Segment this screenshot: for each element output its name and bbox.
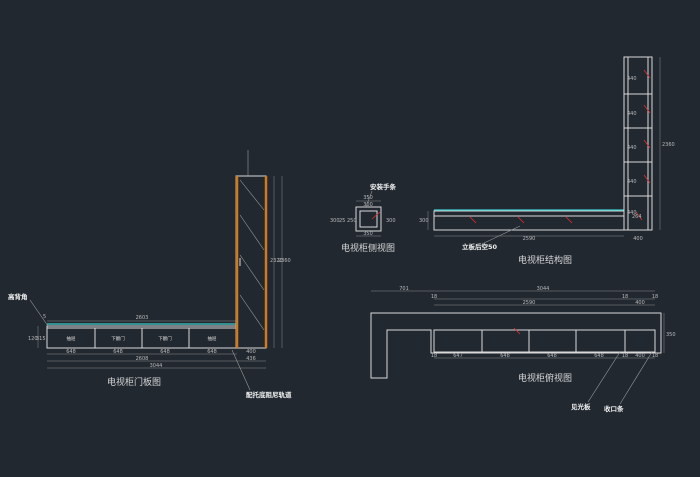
dim-436: 436 (246, 356, 256, 362)
structure-shelf-dim-4: 440 (627, 179, 637, 185)
dim-2608: 2608 (136, 356, 149, 362)
note-corner-trim: 高背角 (8, 292, 28, 301)
door-view-drawing: 抽屉 下翻门 下翻门 抽屉 2603 648 648 648 648 400 2… (8, 150, 292, 399)
glass-hatch-3 (239, 254, 265, 291)
dim-2320: 2320 (270, 258, 283, 264)
leader-edge-strip (619, 351, 653, 405)
side-dim-h-small: 25 (339, 218, 345, 224)
top-view-tall (624, 329, 656, 353)
structure-red-4 (643, 69, 651, 79)
dim-120: 120 (28, 336, 38, 342)
glass-hatch-4 (239, 294, 265, 331)
drawer-label-2: 下翻门 (111, 335, 125, 342)
top-bottom-right-b: 400 (635, 353, 645, 359)
structure-tall-width: 400 (633, 236, 643, 242)
dim-tall-inner: 400 (246, 349, 256, 355)
leader-corner-trim (29, 299, 49, 327)
dim-3044: 3044 (150, 363, 163, 369)
dim-2603: 2603 (136, 315, 149, 321)
top-depth: 350 (666, 332, 676, 338)
structure-red-7 (643, 174, 651, 184)
note-handle-strip: 安装手条 (370, 182, 397, 191)
dim-seg-3: 648 (160, 349, 170, 355)
dim-2360: 2360 (278, 258, 291, 264)
leader-visible-panel (587, 351, 621, 403)
note-gap50: 立板后空50 (462, 242, 498, 251)
top-view-drawing: 3044 701 18 18 18 2590 400 18 647 648 64… (370, 286, 676, 413)
side-dim-h-right: 300 (386, 218, 396, 224)
dim-315: 315 (36, 336, 46, 342)
top-left-offset: 701 (399, 286, 409, 292)
structure-shelf-dim-3: 440 (627, 145, 637, 151)
dim-seg-2: 648 (113, 349, 123, 355)
structure-red-8 (635, 211, 643, 221)
title-structure-view: 电视柜结构图 (518, 254, 572, 266)
title-door-view: 电视柜门板图 (107, 376, 161, 388)
top-view-outline (370, 312, 662, 379)
side-dim-top: 350 (363, 195, 373, 201)
side-dim-mid: 300 (363, 202, 373, 208)
top-bottom-right-c: 18 (652, 353, 658, 359)
structure-shelf-dim-5: 440 (627, 210, 637, 216)
structure-red-1 (469, 216, 477, 224)
note-visible-panel: 见光板 (571, 402, 591, 411)
structure-shelf-dim-2: 440 (627, 111, 637, 117)
dim-seg-1: 648 (66, 349, 76, 355)
structure-length: 2590 (523, 236, 536, 242)
top-bottom-right-a: 18 (622, 353, 628, 359)
note-edge-strip: 收口条 (604, 404, 624, 413)
structure-shelf-dim-1: 440 (627, 76, 637, 82)
top-overall: 3044 (537, 286, 550, 292)
structure-view-drawing: 440 440 440 440 440 2360 264 2590 400 30… (419, 56, 675, 266)
structure-red-2 (517, 216, 525, 224)
top-left-edge: 18 (431, 294, 437, 300)
top-right-edge: 18 (622, 294, 628, 300)
top-view-red-mark (513, 327, 521, 335)
top-seg-3: 648 (547, 353, 557, 359)
structure-low-body (433, 210, 625, 231)
side-dim-h-left: 300 (330, 218, 340, 224)
structure-red-6 (643, 139, 651, 149)
structure-total-height: 2360 (662, 142, 675, 148)
top-seg-2: 648 (500, 353, 510, 359)
title-top-view: 电视柜俯视图 (518, 372, 572, 384)
leader-tray-rail (231, 349, 251, 391)
top-bottom-left: 18 (431, 353, 437, 359)
leader-gap50 (481, 225, 521, 245)
glass-hatch-1 (239, 179, 265, 211)
top-seg-4: 648 (594, 353, 604, 359)
dim-seg-4: 648 (207, 349, 217, 355)
top-seg-1: 647 (453, 353, 463, 359)
note-tray-rail: 配托底阻尼轨道 (246, 390, 292, 399)
side-view-drawing: 350 300 350 300 25 250 300 安装手条 电视柜侧视图 (330, 182, 397, 254)
top-right-edge2: 18 (652, 294, 658, 300)
leader-handle-strip (365, 190, 373, 208)
drawer-label-4: 抽屉 (208, 335, 217, 342)
side-view-inner (359, 210, 378, 228)
structure-height: 300 (419, 218, 429, 224)
side-dim-h-inner: 250 (347, 218, 357, 224)
structure-red-5 (643, 104, 651, 114)
top-inner: 2590 (523, 300, 536, 306)
top-tall: 400 (635, 300, 645, 306)
structure-right-h: 264 (632, 214, 642, 220)
drawer-label-1: 抽屉 (67, 335, 76, 342)
structure-tall-body (623, 56, 653, 231)
side-view-red-mark (371, 211, 381, 220)
side-dim-bottom: 350 (363, 231, 373, 237)
side-view-body (355, 206, 382, 232)
title-side-view: 电视柜侧视图 (341, 242, 395, 254)
glass-hatch-2 (239, 214, 265, 251)
dim-5: 5 (43, 314, 46, 320)
structure-red-3 (565, 216, 573, 224)
drawer-label-3: 下翻门 (158, 335, 172, 342)
